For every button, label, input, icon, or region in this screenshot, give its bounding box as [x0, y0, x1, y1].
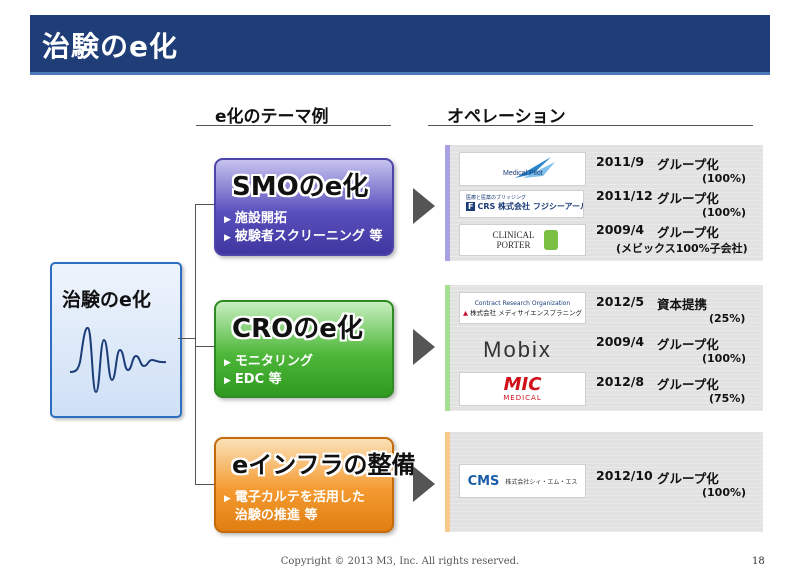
- op-desc: グループ化: [657, 337, 719, 352]
- op-desc: グループ化: [657, 225, 719, 240]
- theme-title-smo: SMOのe化: [232, 172, 369, 202]
- logo-cms: CMS 株式会社シィ・エム・エス: [459, 464, 586, 498]
- op-desc: グループ化: [657, 191, 719, 206]
- theme-bullet: ▶EDC 等: [224, 372, 282, 387]
- op-desc: グループ化: [657, 471, 719, 486]
- arrow-right-icon: [413, 466, 435, 502]
- theme-box-infra: [214, 437, 394, 533]
- arrow-right-icon: [413, 188, 435, 224]
- logo-clinical-porter: CLINICAL PORTER: [459, 224, 586, 256]
- op-date: 2011/12: [596, 188, 653, 203]
- op-desc: グループ化: [657, 157, 719, 172]
- logo-mediscience: Contract Research Organization ▲ 株式会社 メデ…: [459, 292, 586, 324]
- theme-title-infra: eインフラの整備: [232, 451, 416, 479]
- op-pct: (100%): [702, 486, 747, 499]
- theme-bullet: ▶モニタリング: [224, 354, 313, 369]
- op-date: 2012/8: [596, 374, 645, 389]
- op-pct: (100%): [702, 172, 747, 185]
- theme-bullet: ▶電子カルテを活用した: [224, 490, 365, 505]
- op-pct: (25%): [709, 312, 746, 325]
- themes-heading-underline: [196, 125, 391, 126]
- connector: [195, 346, 214, 347]
- op-date: 2012/10: [596, 468, 653, 483]
- page-number: 18: [752, 556, 765, 567]
- op-pct: (100%): [702, 206, 747, 219]
- main-label: 治験のe化: [62, 289, 151, 311]
- copyright-footer: Copyright © 2013 M3, Inc. All rights res…: [280, 556, 520, 567]
- main-box: [50, 262, 182, 418]
- logo-mobix: Mobix: [483, 337, 552, 362]
- header-band: [30, 15, 770, 75]
- theme-box-cro: [214, 300, 394, 398]
- op-pct: (75%): [709, 392, 746, 405]
- connector: [195, 204, 214, 205]
- connector: [195, 204, 196, 484]
- porter-figure-icon: [543, 230, 558, 250]
- themes-heading: e化のテーマ例: [215, 107, 329, 127]
- op-date: 2009/4: [596, 222, 645, 237]
- op-date: 2009/4: [596, 334, 645, 349]
- operations-heading: オペレーション: [447, 107, 566, 127]
- op-desc: グループ化: [657, 377, 719, 392]
- op-desc: 資本提携: [657, 297, 708, 312]
- op-date: 2011/9: [596, 154, 645, 169]
- op-pct: (100%): [702, 352, 747, 365]
- page-title: 治験のe化: [42, 30, 178, 63]
- theme-box-smo: [214, 158, 394, 256]
- theme-bullet: ▶施設開拓: [224, 211, 287, 226]
- op-date: 2012/5: [596, 294, 645, 309]
- arrow-right-icon: [413, 329, 435, 365]
- logo-mic-medical: MIC MEDICAL: [459, 372, 586, 406]
- logo-medical-pilot: Medical Pilot: [459, 152, 586, 186]
- connector: [178, 338, 195, 339]
- connector: [195, 484, 214, 485]
- operations-heading-underline: [428, 125, 753, 126]
- theme-title-cro: CROのe化: [232, 314, 363, 344]
- theme-bullet: ▶治験の推進 等: [234, 508, 318, 523]
- theme-bullet: ▶被験者スクリーニング 等: [224, 229, 383, 244]
- waveform-icon: [69, 326, 167, 394]
- op-pct: (メビックス100%子会社): [616, 242, 748, 255]
- logo-text: Medical Pilot: [503, 170, 543, 177]
